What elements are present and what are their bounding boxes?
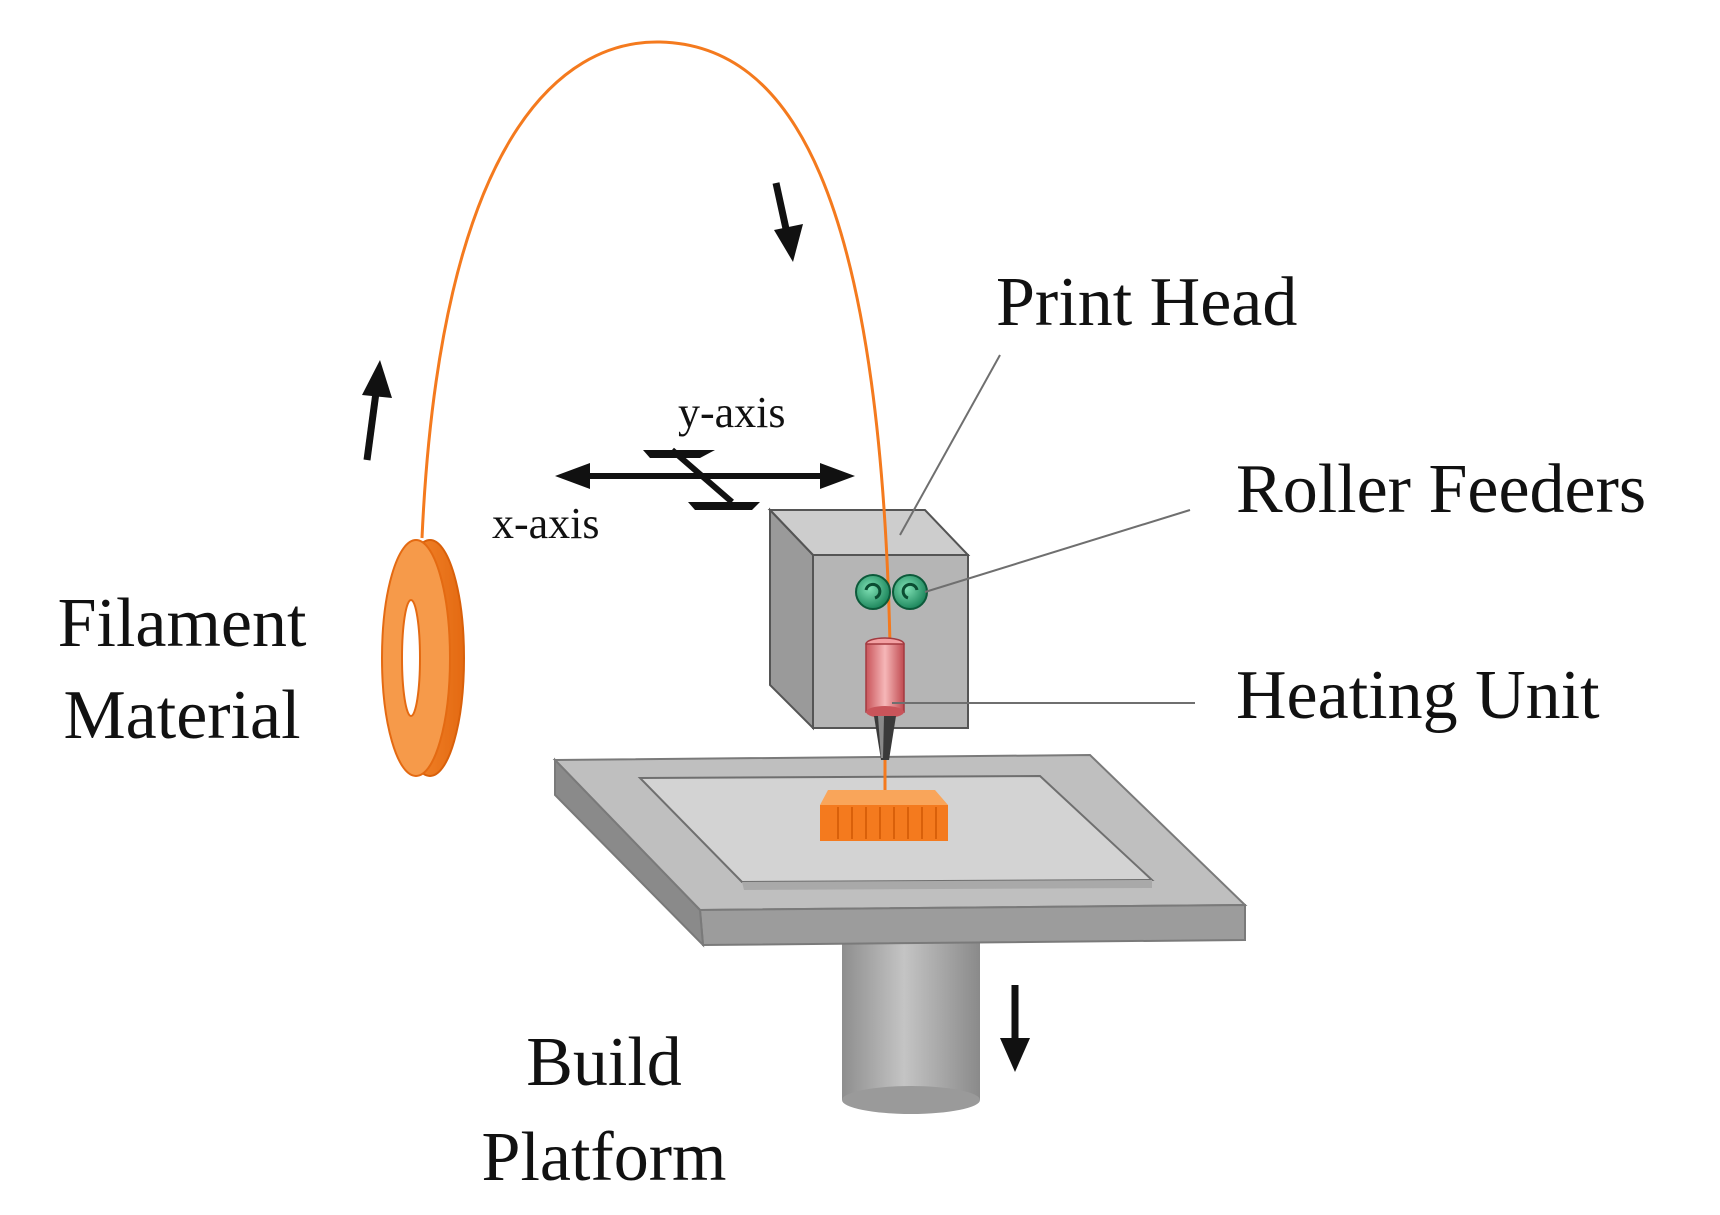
build-platform: [552, 753, 1248, 948]
printed-object: [820, 790, 948, 841]
axes-cross-icon: [555, 447, 855, 510]
filament-label-line1: Filament: [58, 585, 307, 662]
roller-feeders-leader: [924, 509, 1191, 593]
arrow-down-icon: [772, 182, 803, 262]
roller-feeders: [855, 574, 928, 610]
build-label-line1: Build: [526, 1024, 682, 1101]
roller-feeders-label: Roller Feeders: [1236, 451, 1646, 528]
y-axis-label: y-axis: [678, 388, 786, 437]
print-head-leader: [899, 354, 1001, 536]
print-head-label: Print Head: [996, 264, 1297, 341]
platform-arrow-down-icon: [1000, 985, 1030, 1072]
build-label-line2: Platform: [482, 1119, 727, 1196]
nozzle: [874, 716, 896, 790]
filament-spool: [381, 539, 465, 777]
arrow-up-icon: [362, 360, 392, 461]
filament-label-line2: Material: [63, 677, 300, 754]
x-axis-label: x-axis: [492, 499, 600, 548]
leader-lines: [892, 354, 1195, 704]
heating-unit-label: Heating Unit: [1236, 657, 1600, 734]
filament-strand: [420, 40, 892, 646]
platform-column: [842, 930, 980, 1114]
heating-unit: [865, 637, 905, 718]
